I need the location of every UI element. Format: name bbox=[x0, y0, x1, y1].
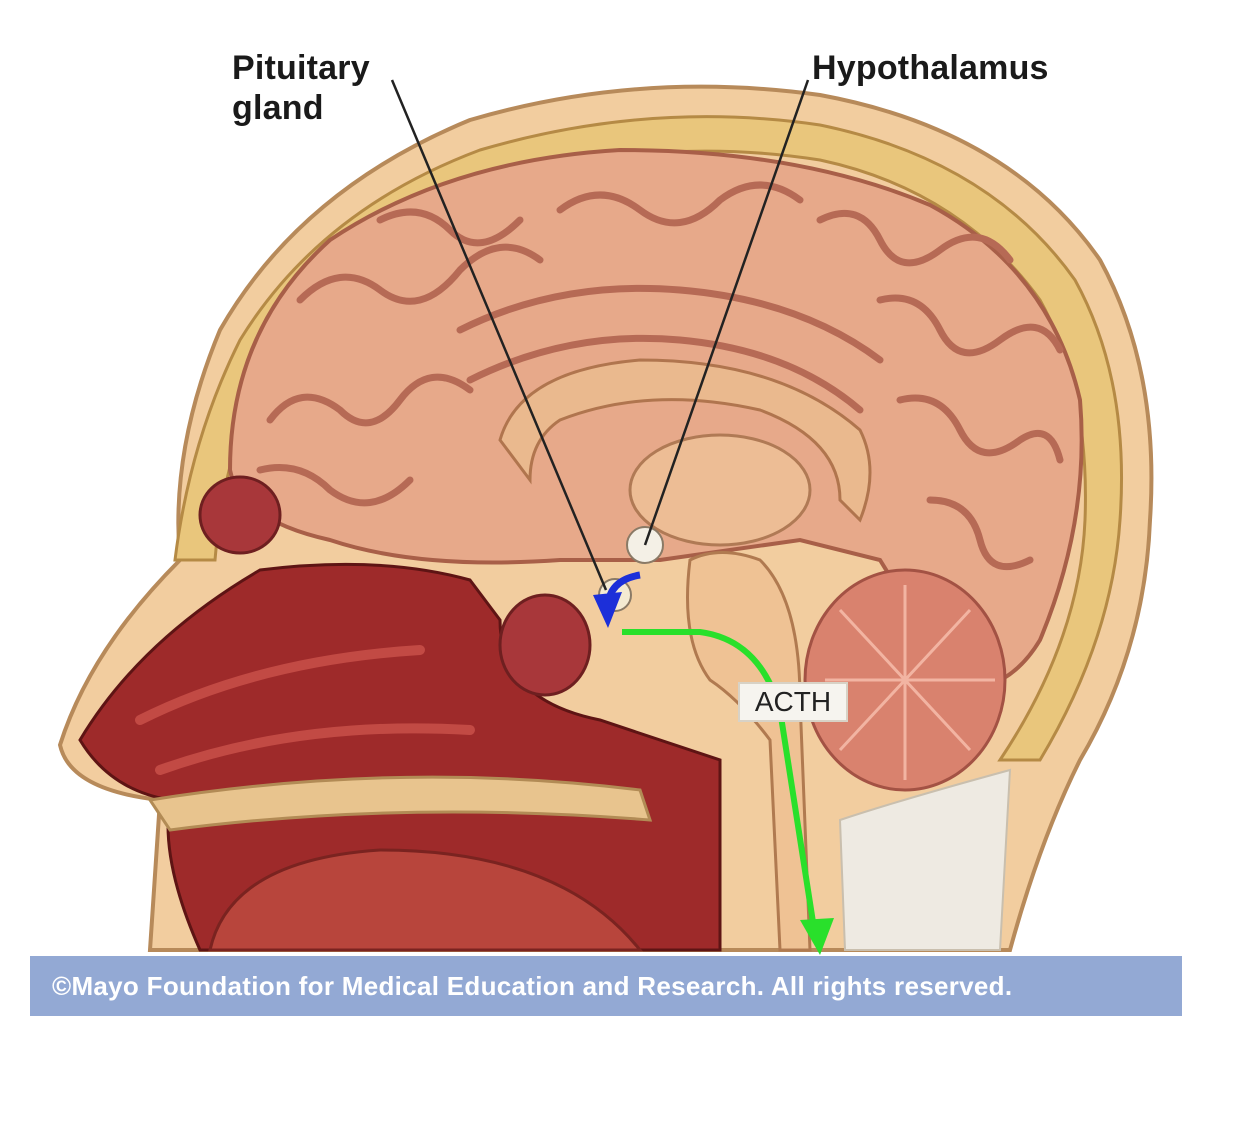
cerebellum-folia bbox=[825, 585, 995, 780]
corpus-callosum bbox=[498, 358, 872, 523]
acth-label: ACTH bbox=[738, 682, 848, 722]
pituitary-leader-line bbox=[390, 79, 608, 591]
hypothalamus-label: Hypothalamus bbox=[812, 49, 1049, 87]
acth-arrowhead bbox=[800, 918, 834, 955]
palate bbox=[147, 775, 653, 832]
pituitary-gland-label: Pituitary gland bbox=[232, 49, 370, 127]
tongue bbox=[208, 848, 644, 952]
brainstem bbox=[686, 551, 812, 952]
sphenoid-sinus bbox=[498, 593, 592, 697]
brain-gyri bbox=[256, 181, 1064, 571]
hypothalamus-leader-line bbox=[643, 79, 810, 546]
copyright-bar: ©Mayo Foundation for Medical Education a… bbox=[30, 956, 1182, 1016]
frontal-sinus bbox=[198, 475, 282, 555]
thalamus bbox=[628, 433, 812, 547]
neck-tissue bbox=[838, 768, 1012, 951]
pituitary-arrowhead bbox=[593, 592, 622, 628]
